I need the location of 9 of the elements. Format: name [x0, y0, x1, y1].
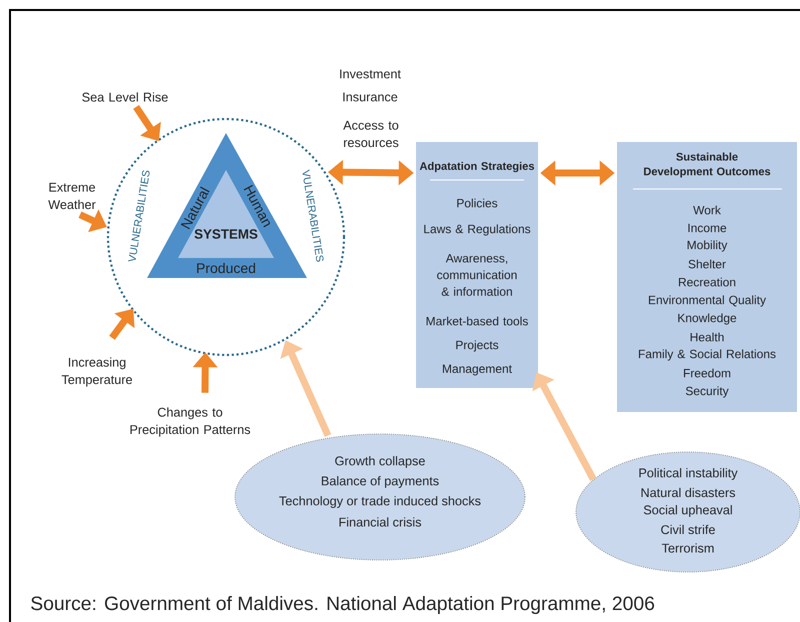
stressor-label: Extreme Weather	[48, 182, 96, 210]
resource-label: Insurance	[343, 92, 398, 102]
stressor-label: Sea Level Rise	[82, 92, 168, 102]
resource-label: Access to resources	[343, 120, 398, 148]
resource-label: Investment	[340, 70, 401, 78]
source-caption: Source: Government of Maldives. National Adaptation Programme, 2006	[31, 596, 654, 614]
strategy-box: Adpatation Strategies Policies Laws & Regulations Awareness, communication & information Market-based tools Projects Management	[416, 142, 538, 388]
outcome-box: Sustainable Development Outcomes Work Income Mobility Shelter Recreation Environmental Quality Knowledge Health Family & Social Relations Freedom Security	[617, 142, 797, 412]
stressor-label: Increasing Temperature	[62, 357, 132, 387]
